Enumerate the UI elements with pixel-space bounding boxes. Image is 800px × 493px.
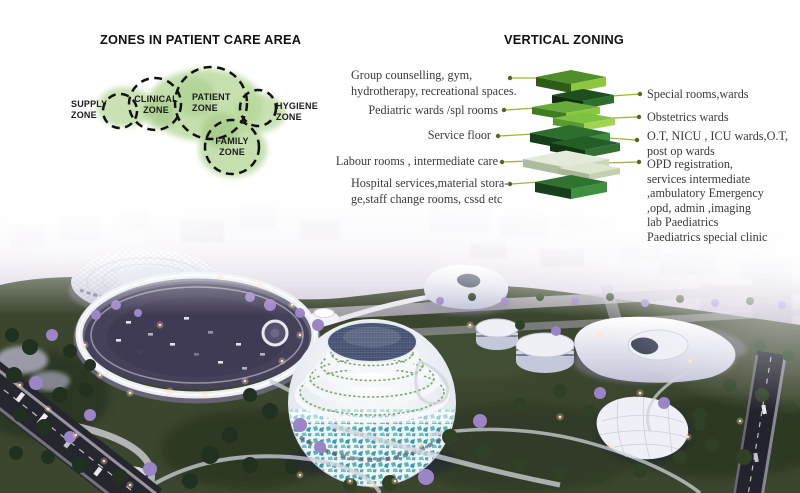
label-labour-rooms: Labour rooms , intermediate care <box>335 154 498 168</box>
supply-zone-label: SUPPLY ZONE <box>71 99 108 120</box>
watercolor-blobs <box>97 69 286 177</box>
care-zones-title: ZONES IN PATIENT CARE AREA <box>100 32 302 47</box>
dome-glass-cap <box>326 321 418 363</box>
slab-recreation <box>536 70 606 93</box>
label-opd: OPD registration, services intermediate … <box>647 157 768 244</box>
parked-cars <box>116 317 265 370</box>
patient-zone-circle <box>173 65 249 141</box>
trees-dark-green <box>5 328 299 489</box>
label-hospital-services: Hospital services,material stora- ge,sta… <box>351 176 509 206</box>
zone-circles <box>101 65 278 176</box>
slab-stack <box>523 70 620 199</box>
care-zones-diagram <box>97 65 286 177</box>
connector-lines <box>498 77 640 185</box>
connector-dots <box>495 75 643 187</box>
family-zone-circle <box>203 118 261 176</box>
family-zone-label: FAMILY ZONE <box>215 136 249 157</box>
supply-zone-circle <box>101 92 139 130</box>
vertical-zoning-diagram <box>495 70 643 199</box>
hygiene-zone-circle <box>238 88 278 128</box>
clinical-zone-label: CLINICAL ZONE <box>134 94 178 115</box>
vertical-zoning-title: VERTICAL ZONING <box>504 32 625 47</box>
label-pediatric: Pediatric wards /spl rooms <box>368 103 498 117</box>
label-service-floor: Service floor <box>427 128 491 142</box>
drum-buildings <box>475 318 575 373</box>
hygiene-zone-label: HYGIENE ZONE <box>276 101 318 122</box>
slab-hospital-services <box>535 175 607 199</box>
label-ot-nicu: O.T, NICU , ICU wards,O.T, post op wards <box>647 129 789 158</box>
label-obstetrics: Obstetrics wards <box>647 110 729 124</box>
slab-obstetrics <box>553 112 615 131</box>
clinical-zone-circle <box>127 76 183 132</box>
patient-zone-label: PATIENT ZONE <box>192 92 231 113</box>
fountain <box>261 319 289 347</box>
aerial-campus-render <box>0 185 800 493</box>
label-recreation: Group counselling, gym, hydrotherapy, re… <box>351 68 517 98</box>
label-special-rooms: Special rooms,wards <box>647 87 749 101</box>
dome-building <box>286 319 458 487</box>
